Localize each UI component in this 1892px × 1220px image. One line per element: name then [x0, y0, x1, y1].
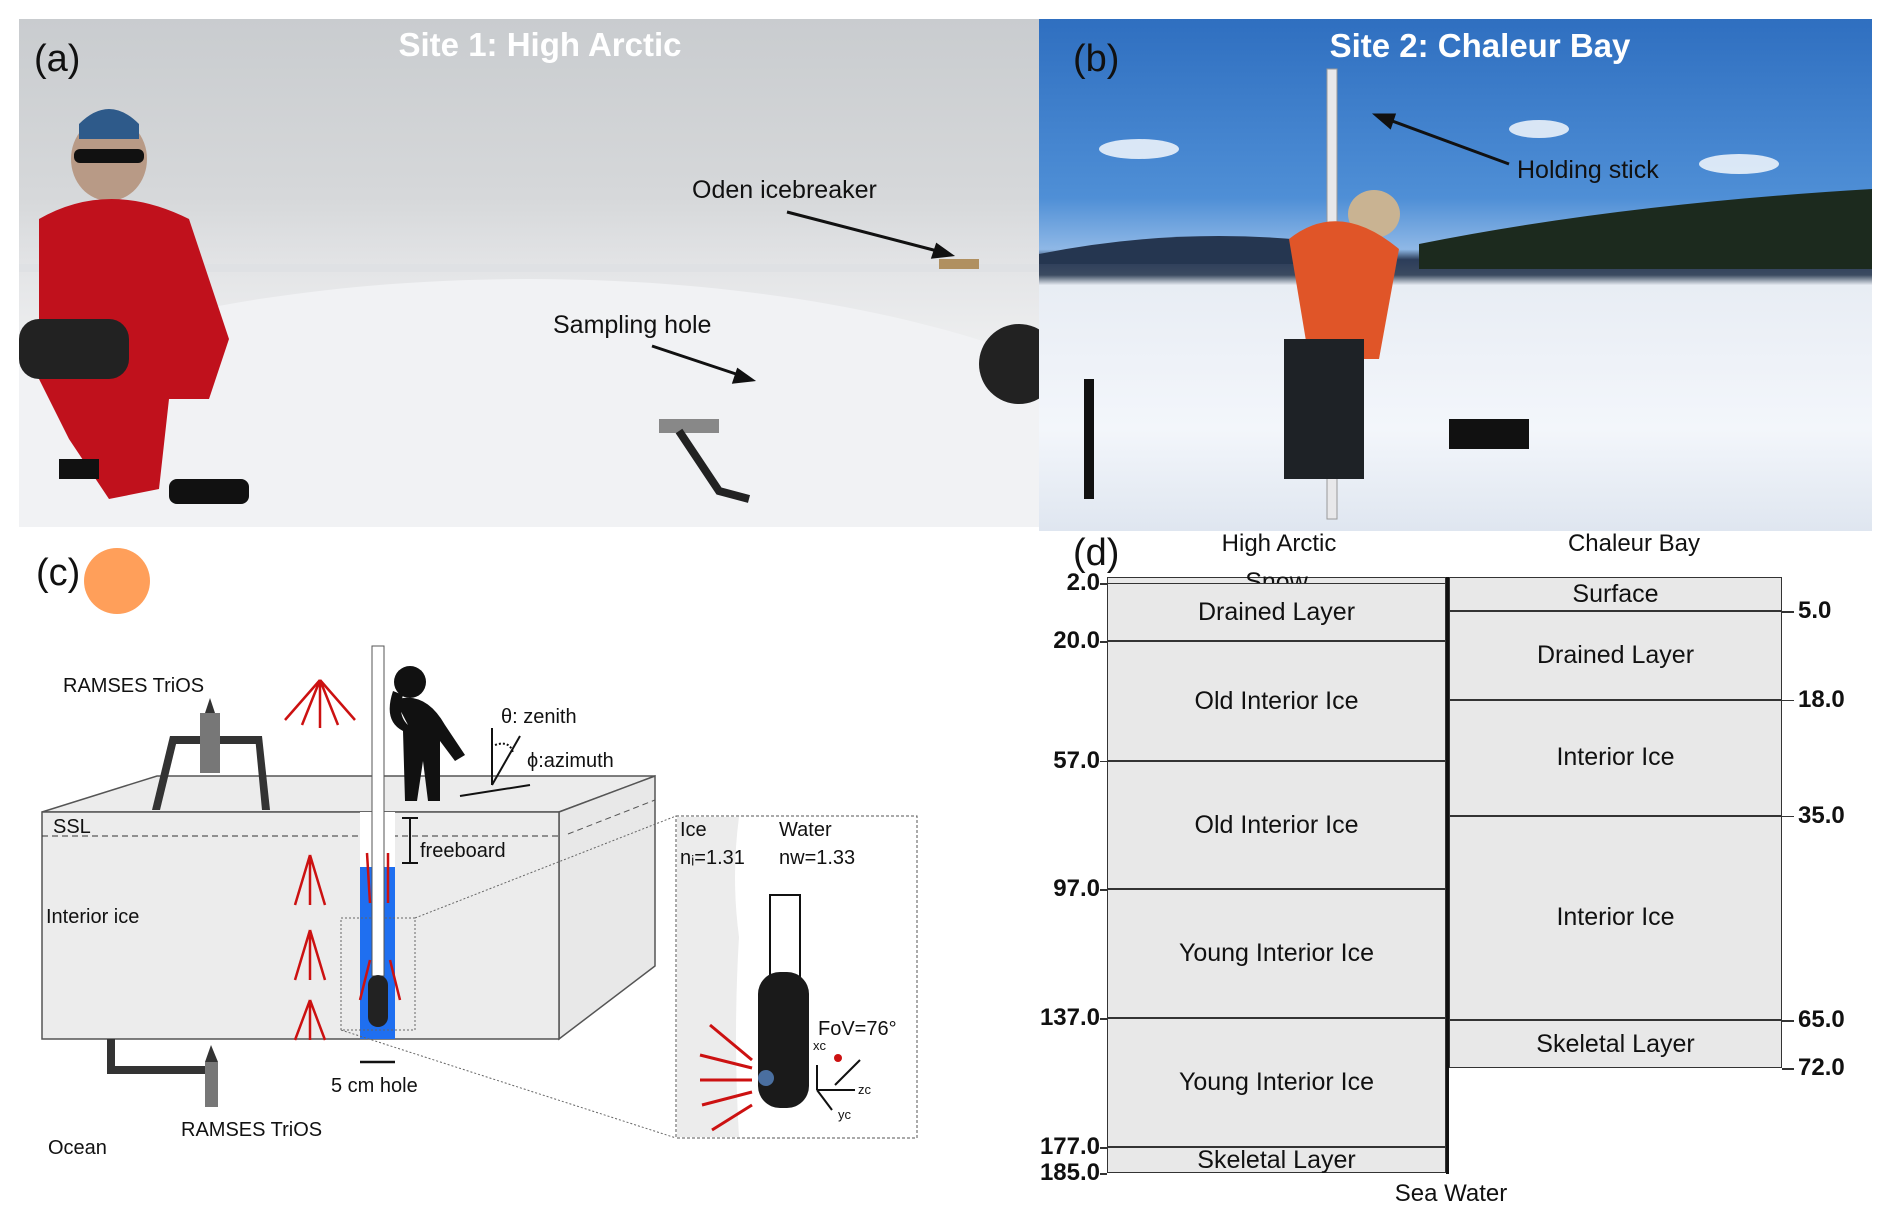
column-divider — [1446, 577, 1449, 1174]
ice-top-face — [41, 775, 656, 813]
depth-tick-mark — [1782, 1020, 1794, 1022]
column-header-high-arctic: High Arctic — [1221, 530, 1337, 557]
depth-tick-label: 72.0 — [1798, 1054, 1845, 1081]
angle-axes-icon — [459, 728, 531, 797]
label-radiometer-bottom: RAMSES TriOS — [181, 1119, 323, 1141]
label-ocean: Ocean — [48, 1137, 107, 1159]
layer-skeletal-layer: Skeletal Layer — [1449, 1020, 1782, 1068]
depth-tick-mark — [1782, 815, 1794, 818]
depth-tick-mark — [1100, 889, 1107, 891]
layer-drained-layer: Drained Layer — [1449, 611, 1782, 700]
depth-tick-mark — [1100, 760, 1107, 763]
label-freeboard: freeboard — [420, 840, 506, 862]
label-zenith: θ: zenith — [501, 706, 577, 728]
depth-tick-label: 2.0 — [1066, 569, 1100, 597]
depth-tick-label: 20.0 — [1053, 627, 1100, 655]
layer-young-interior-ice: Young Interior Ice — [1107, 1018, 1446, 1148]
depth-tick-mark — [1100, 583, 1107, 585]
photo-high-arctic — [19, 19, 1039, 527]
light-ray-arrows — [284, 679, 402, 1041]
layer-old-interior-ice: Old Interior Ice — [1107, 760, 1446, 890]
annotation-sampling-hole: Sampling hole — [553, 311, 712, 339]
depth-tick-label: 65.0 — [1798, 1006, 1845, 1034]
panel-b-title: Site 2: Chaleur Bay — [1329, 27, 1631, 64]
radiometer-tripod-top — [152, 698, 270, 810]
inset-label-water: Water — [779, 819, 832, 841]
inset-axis-x: xc — [813, 1038, 826, 1053]
inset-axis-y: yc — [838, 1107, 851, 1122]
panel-a-title: Site 1: High Arctic — [398, 26, 682, 63]
depth-tick-mark — [1100, 1173, 1107, 1175]
annotation-oden-icebreaker: Oden icebreaker — [692, 176, 877, 204]
layer-surface: Surface — [1449, 577, 1782, 612]
depth-tick-label: 177.0 — [1039, 1133, 1100, 1161]
person-silhouette — [389, 666, 465, 801]
label-sea-water: Sea Water — [1394, 1180, 1508, 1207]
label-hole: 5 cm hole — [331, 1075, 418, 1097]
holding-stick — [371, 645, 385, 977]
depth-tick-label: 5.0 — [1798, 597, 1832, 625]
depth-tick-mark — [1100, 641, 1107, 643]
column-header-chaleur-bay: Chaleur Bay — [1567, 530, 1701, 557]
measurement-setup-diagram — [41, 548, 918, 1139]
depth-tick-label: 35.0 — [1798, 801, 1845, 829]
layer-interior-ice: Interior Ice — [1449, 699, 1782, 816]
label-ssl: SSL — [53, 816, 91, 838]
depth-tick-label: 18.0 — [1798, 685, 1845, 713]
photo-scene-arctic — [19, 109, 1039, 527]
radiometer-bottom — [107, 1039, 218, 1107]
panel-label-c: (c) — [36, 552, 81, 594]
depth-tick-mark — [1100, 1147, 1107, 1149]
layer-interior-ice: Interior Ice — [1449, 815, 1782, 1021]
depth-tick-label: 137.0 — [1039, 1004, 1100, 1032]
depth-tick-mark — [1782, 611, 1794, 613]
depth-tick-label: 97.0 — [1053, 875, 1100, 903]
annotation-holding-stick: Holding stick — [1517, 156, 1659, 184]
layer-young-interior-ice: Young Interior Ice — [1107, 889, 1446, 1019]
depth-tick-label: 57.0 — [1053, 746, 1100, 774]
inset-label-ice: Ice — [680, 819, 707, 841]
inset-fov: FoV=76° — [818, 1018, 897, 1040]
layer-old-interior-ice: Old Interior Ice — [1107, 641, 1446, 761]
inset-ray-arrows — [699, 1023, 753, 1132]
ice-front-face — [41, 811, 560, 1040]
label-interior-ice: Interior ice — [46, 906, 140, 928]
layer-skeletal-layer: Skeletal Layer — [1107, 1146, 1446, 1174]
inset-n-water: nᴡ=1.33 — [779, 847, 856, 869]
person-red-suit — [19, 109, 249, 504]
panel-label-d: (d) — [1073, 532, 1120, 574]
sun-icon — [84, 548, 150, 614]
depth-tick-label: 185.0 — [1039, 1159, 1100, 1186]
camera-axes-icon — [816, 1059, 861, 1111]
depth-tick-mark — [1782, 699, 1794, 702]
ice-side-face — [558, 774, 656, 1041]
camera-in-hole — [368, 975, 388, 1027]
photo-chaleur-bay — [1039, 19, 1872, 531]
inset-axis-z: zc — [858, 1082, 871, 1097]
layer-drained-layer: Drained Layer — [1107, 583, 1446, 642]
person-orange-jacket — [1284, 190, 1400, 479]
depth-tick-mark — [1782, 1068, 1794, 1070]
photo-scene-bay — [1039, 68, 1872, 520]
depth-tick-mark — [1100, 1018, 1107, 1020]
camera-icon — [758, 972, 809, 1108]
label-azimuth: ϕ:azimuth — [527, 750, 614, 772]
label-radiometer-top: RAMSES TriOS — [63, 675, 205, 697]
panel-label-b: (b) — [1073, 38, 1120, 80]
inset-n-ice: nᵢ=1.31 — [680, 847, 745, 869]
panel-label-a: (a) — [34, 38, 81, 80]
